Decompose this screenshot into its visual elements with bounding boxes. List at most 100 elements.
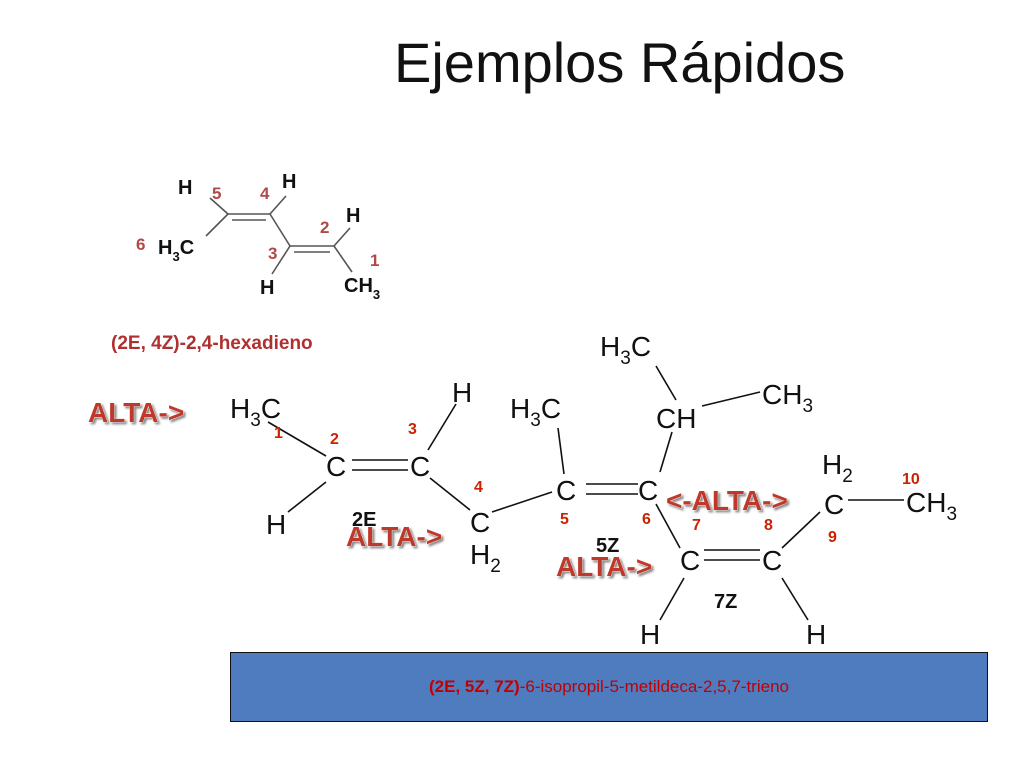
atom-h5: H: [178, 177, 192, 199]
number-1: 1: [274, 425, 283, 442]
alta-label-c7: ALTA->: [556, 551, 652, 582]
atom-h-c3: H: [452, 377, 472, 408]
atom-h3c-5-h: H: [510, 393, 530, 424]
atom-h3c-top-h: H: [600, 331, 620, 362]
number-9: 9: [828, 529, 837, 546]
number-2: 2: [330, 431, 339, 448]
atom-h3c-1-c: C: [261, 393, 281, 424]
atom-ch3-1: CH3: [344, 275, 380, 302]
bond-c3-c4: [429, 477, 471, 511]
bond-c6-c7: [655, 503, 681, 549]
atom-h3c-top: H3C: [600, 331, 651, 369]
atom-h3c-6: H3C: [158, 237, 194, 264]
bond-c6-ch: [659, 431, 673, 473]
hexadiene-name: (2E, 4Z)-2,4-hexadieno: [111, 333, 313, 354]
atom-h3c-6-c: C: [180, 237, 194, 259]
bond-c7-h: [659, 577, 685, 621]
atom-h2-c9: H2: [822, 449, 853, 487]
number-10: 10: [902, 471, 920, 488]
atom-ch3-1-sub: 3: [373, 287, 380, 302]
number-2: 2: [320, 218, 329, 237]
iupac-name-stereo: (2E, 5Z, 7Z): [429, 677, 520, 696]
atom-h3c-1-sub: 3: [250, 410, 261, 431]
molecule-trieno: H3C H C C H C H2 H3C C C H3C CH CH3 H2 C…: [88, 331, 957, 650]
bond-c2-h2: [333, 227, 351, 247]
bond-c4-h4: [269, 195, 287, 215]
atom-h3c-top-c: C: [631, 331, 651, 362]
atom-ch3-c10-ch: CH: [906, 487, 946, 518]
atom-h3c-6-h: H: [158, 237, 172, 259]
atom-c6: C: [638, 475, 658, 506]
number-6: 6: [136, 235, 145, 254]
bond-c3-h3: [271, 245, 291, 275]
atom-h2-c4: H2: [470, 539, 501, 577]
atom-h2-c4-sub: 2: [490, 556, 501, 577]
number-3: 3: [268, 244, 277, 263]
atom-c3: C: [410, 451, 430, 482]
bond-c8-c9: [781, 511, 821, 549]
number-3: 3: [408, 421, 417, 438]
iupac-name-rest: -6-isopropil-5-metildeca-2,5,7-trieno: [519, 677, 789, 696]
number-4: 4: [260, 184, 270, 203]
atom-c5: C: [556, 475, 576, 506]
atom-c4: C: [470, 507, 490, 538]
atom-h2-c9-sub: 2: [842, 466, 853, 487]
atom-h3c-5-sub: 3: [530, 410, 541, 431]
atom-h3c-top-sub: 3: [620, 348, 631, 369]
atom-h-c7: H: [640, 619, 660, 650]
number-5: 5: [560, 511, 569, 528]
atom-h2-c4-h: H: [470, 539, 490, 570]
atom-h3c-5-c: C: [541, 393, 561, 424]
bond-c5-c6: [205, 213, 229, 237]
stereo-7z: 7Z: [714, 591, 737, 613]
atom-c8: C: [762, 545, 782, 576]
bond-c8-h: [781, 577, 809, 621]
stereo-5z: 5Z: [596, 535, 619, 557]
atom-h-c8: H: [806, 619, 826, 650]
slide-title: Ejemplos Rápidos: [394, 31, 846, 94]
atom-c2: C: [326, 451, 346, 482]
bond-c3-h: [427, 403, 457, 451]
bond-ch-ch3-right: [701, 391, 761, 407]
bond-c1-c2: [267, 421, 327, 457]
bond-c4-c3: [269, 213, 291, 247]
atom-h4: H: [282, 171, 296, 193]
atom-h3c-5: H3C: [510, 393, 561, 431]
number-5: 5: [212, 184, 221, 203]
alta-label-c1: ALTA->: [88, 397, 184, 428]
atom-c7: C: [680, 545, 700, 576]
atom-c9: C: [824, 489, 844, 520]
atom-h3c-1-h: H: [230, 393, 250, 424]
bond-c2-c1: [333, 245, 353, 273]
bond-ch-ch3-left: [655, 365, 677, 401]
bond-c4-c5: [491, 491, 553, 513]
atom-h2: H: [346, 205, 360, 227]
atom-ch3-1-ch: CH: [344, 275, 373, 297]
atom-ch3-right-sub: 3: [802, 396, 813, 417]
atom-h-c2: H: [266, 509, 286, 540]
stereo-2e: 2E: [352, 509, 376, 531]
number-4: 4: [474, 479, 483, 496]
number-6: 6: [642, 511, 651, 528]
atom-h3c-1: H3C: [230, 393, 281, 431]
atom-h2-c9-h: H: [822, 449, 842, 480]
atom-ch3-right: CH3: [762, 379, 813, 417]
bond-c2-h: [287, 481, 327, 513]
atom-ch3-right-ch: CH: [762, 379, 802, 410]
atom-ch3-c10-sub: 3: [946, 504, 957, 525]
bond-c5-methyl: [557, 427, 565, 475]
number-8: 8: [764, 517, 773, 534]
atom-h3: H: [260, 277, 274, 299]
number-1: 1: [370, 251, 379, 270]
atom-ch3-c10: CH3: [906, 487, 957, 525]
number-7: 7: [692, 517, 701, 534]
bond-h5-c5: [209, 197, 229, 215]
atom-h3c-6-sub: 3: [172, 249, 179, 264]
molecule-hexadiene: H H H H3C H CH3 5 4 2 6 3 1 (2E, 4Z)-2,4…: [111, 171, 380, 354]
alta-label-c6: <-ALTA->: [666, 485, 788, 516]
atom-ch: CH: [656, 403, 696, 434]
iupac-name-box: (2E, 5Z, 7Z)-6-isopropil-5-metildeca-2,5…: [230, 652, 988, 722]
alta-label-c4: ALTA->: [346, 521, 442, 552]
